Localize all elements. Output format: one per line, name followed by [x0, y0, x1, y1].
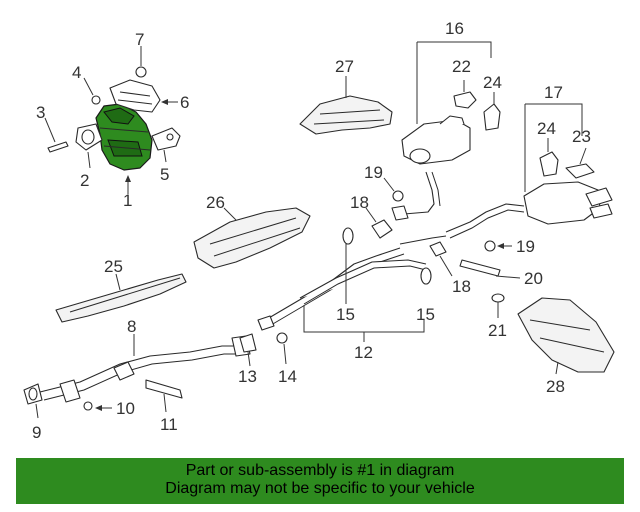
- part-23-bracket: [565, 147, 595, 179]
- part-9-gasket: [23, 383, 43, 419]
- callout-18b: 18: [452, 277, 471, 296]
- footer-line-1: Part or sub-assembly is #1 in diagram: [185, 462, 455, 479]
- callout-10: 10: [116, 399, 135, 418]
- part-17-muffler: [445, 103, 613, 239]
- part-2-gasket: [75, 123, 103, 169]
- part-27-heat-insulator: [299, 76, 393, 135]
- part-12-intermediate-pipe: [257, 227, 447, 342]
- callout-25: 25: [104, 257, 123, 276]
- callout-18a: 18: [350, 193, 369, 212]
- callout-24b: 24: [537, 119, 556, 138]
- callout-9: 9: [32, 423, 41, 442]
- part-5-bracket: [151, 127, 181, 163]
- footer-line-2: Diagram may not be specific to your vehi…: [165, 480, 475, 497]
- exhaust-parts-diagram: 1 2 3 4 5 6 7 27: [23, 19, 615, 442]
- part-19-lower-nut: [484, 240, 512, 252]
- part-3-stud: [44, 117, 69, 153]
- part-21-grommet: [491, 293, 505, 318]
- callout-7: 7: [135, 30, 144, 49]
- callout-19b: 19: [516, 237, 535, 256]
- part-26-heat-shield: [193, 207, 311, 269]
- part-18-lower-gasket: [429, 241, 453, 277]
- part-6-heat-shield: [109, 79, 178, 113]
- part-19-upper-nut: [383, 177, 404, 202]
- part-24-hanger-lower: [539, 138, 559, 177]
- part-1-catalytic-converter[interactable]: [95, 103, 153, 194]
- callout-5: 5: [160, 165, 169, 184]
- part-13-gasket: [239, 333, 257, 367]
- part-25-heat-shield: [55, 273, 187, 323]
- callout-16: 16: [445, 19, 464, 38]
- footer-banner: Part or sub-assembly is #1 in diagram Di…: [16, 458, 624, 504]
- callout-24a: 24: [483, 73, 502, 92]
- callout-22: 22: [452, 57, 471, 76]
- callout-1: 1: [123, 191, 132, 210]
- callout-17: 17: [544, 83, 563, 102]
- callout-15a: 15: [336, 305, 355, 324]
- part-10-nut: [83, 401, 112, 411]
- callout-11: 11: [160, 415, 178, 434]
- callout-3: 3: [36, 103, 45, 122]
- part-20-bracket: [459, 259, 521, 279]
- callout-27: 27: [335, 57, 354, 76]
- callout-4: 4: [72, 63, 81, 82]
- callout-20: 20: [524, 269, 543, 288]
- part-11-bracket: [145, 379, 183, 413]
- part-4-nut: [83, 77, 101, 105]
- callout-15b: 15: [416, 305, 435, 324]
- part-16-muffler: [391, 41, 492, 221]
- callout-19a: 19: [364, 163, 383, 182]
- part-7-nut: [135, 46, 147, 78]
- callout-28: 28: [546, 377, 565, 396]
- part-8-front-pipe: [39, 334, 251, 403]
- callout-8: 8: [127, 317, 136, 336]
- part-24-hanger-upper: [483, 92, 501, 131]
- callout-12: 12: [354, 343, 373, 362]
- callout-26: 26: [206, 193, 225, 212]
- callout-13: 13: [238, 367, 257, 386]
- callout-2: 2: [80, 171, 89, 190]
- callout-14: 14: [278, 367, 297, 386]
- part-18-upper-gasket: [365, 207, 393, 239]
- part-22-hanger: [453, 80, 477, 109]
- callout-6: 6: [180, 93, 189, 112]
- callout-21: 21: [488, 321, 507, 340]
- part-28-heat-shield: [517, 297, 615, 375]
- callout-23: 23: [572, 127, 591, 146]
- part-14-nut: [276, 332, 288, 365]
